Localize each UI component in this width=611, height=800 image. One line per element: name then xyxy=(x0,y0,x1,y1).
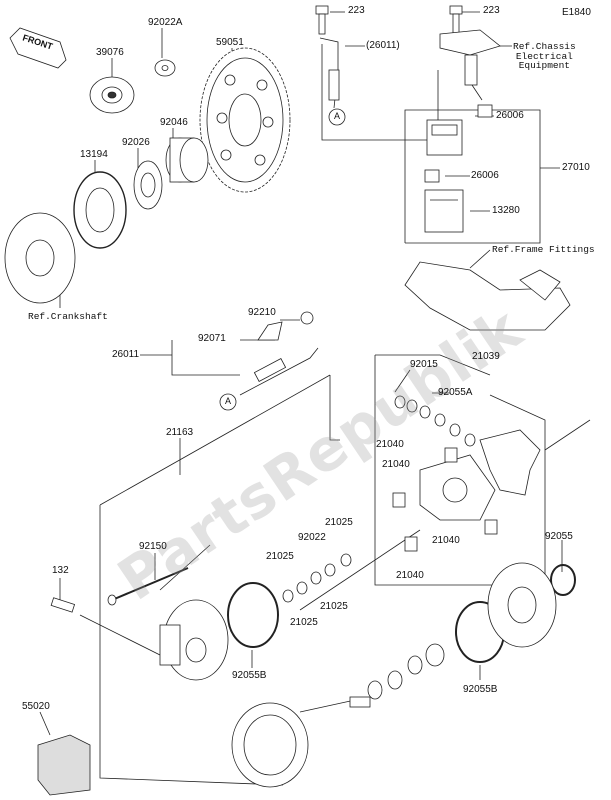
idler-gear-icon xyxy=(89,76,135,114)
bolt-223-icon xyxy=(315,5,329,35)
label-223: 223 xyxy=(348,5,365,16)
washer-icon xyxy=(394,395,476,447)
label-21039: 21039 xyxy=(472,351,500,362)
label-39076: 39076 xyxy=(96,47,124,58)
label-223: 223 xyxy=(483,5,500,16)
label-92046: 92046 xyxy=(160,117,188,128)
label-92150: 92150 xyxy=(139,541,167,552)
label-21040: 21040 xyxy=(376,439,404,450)
label-26006: 26006 xyxy=(496,110,524,121)
label-92022a: 92022A xyxy=(148,17,183,28)
label-92026: 92026 xyxy=(122,137,150,148)
label-26011-bracketed: (26011) xyxy=(366,40,400,51)
starter-cable-icon xyxy=(319,37,340,109)
brush-spring-icon xyxy=(392,447,498,552)
label-132: 132 xyxy=(52,565,69,576)
washer-icon xyxy=(133,160,163,210)
label-ref-frame-fittings: Ref.Frame Fittings xyxy=(492,244,595,255)
starter-clutch-gear-icon xyxy=(199,47,291,193)
flywheel-crankshaft-icon xyxy=(4,212,76,304)
starter-end-cover-icon xyxy=(159,599,229,681)
washer-icon xyxy=(282,553,352,603)
frame-bracket-icon xyxy=(404,261,571,331)
leader-lines xyxy=(39,11,591,786)
label-92022: 92022 xyxy=(298,532,326,543)
label-13194: 13194 xyxy=(80,149,108,160)
label-92055b: 92055B xyxy=(463,684,498,695)
label-92210: 92210 xyxy=(248,307,276,318)
label-21040: 21040 xyxy=(382,459,410,470)
label-92015: 92015 xyxy=(410,359,438,370)
bolt-132-icon xyxy=(50,597,76,613)
label-21025: 21025 xyxy=(320,601,348,612)
needle-bearing-icon xyxy=(165,137,209,183)
marker-a: A xyxy=(225,396,232,406)
label-26006: 26006 xyxy=(471,170,499,181)
starter-housing-icon xyxy=(37,734,91,796)
label-92055b: 92055B xyxy=(232,670,267,681)
relay-chassis-icon xyxy=(439,29,501,101)
label-21040: 21040 xyxy=(396,570,424,581)
one-way-clutch-icon xyxy=(73,171,127,249)
label-ref-crankshaft: Ref.Crankshaft xyxy=(28,311,108,322)
label-21025: 21025 xyxy=(290,617,318,628)
starter-relay-icon xyxy=(426,119,463,156)
starter-motor-body-icon xyxy=(231,696,371,788)
label-21040: 21040 xyxy=(432,535,460,546)
diagram-code: E1840 xyxy=(562,7,591,18)
bolt-223-icon xyxy=(449,5,463,35)
label-59051: 59051 xyxy=(216,37,244,48)
starter-cable-icon xyxy=(239,311,319,396)
front-arrow-icon xyxy=(9,27,67,69)
brush-holder-icon xyxy=(419,429,541,521)
reference-marker-a-icon xyxy=(219,108,346,411)
label-21025: 21025 xyxy=(266,551,294,562)
starter-end-cover-icon xyxy=(487,562,557,648)
label-26011: 26011 xyxy=(112,349,140,360)
marker-a: A xyxy=(334,111,341,121)
fuse-icon xyxy=(424,104,493,183)
through-bolt-icon xyxy=(107,567,189,606)
washer-icon xyxy=(154,59,176,77)
label-55020: 55020 xyxy=(22,701,50,712)
label-92055: 92055 xyxy=(545,531,573,542)
label-27010: 27010 xyxy=(562,162,590,173)
label-92071: 92071 xyxy=(198,333,226,344)
label-21163: 21163 xyxy=(166,427,194,438)
washer-icon xyxy=(367,643,445,700)
label-21025: 21025 xyxy=(325,517,353,528)
label-92055a: 92055A xyxy=(438,387,473,398)
relay-cover-icon xyxy=(424,189,464,233)
label-13280: 13280 xyxy=(492,205,520,216)
label-ref-chassis: Ref.Chassis Electrical Equipment xyxy=(513,41,576,71)
